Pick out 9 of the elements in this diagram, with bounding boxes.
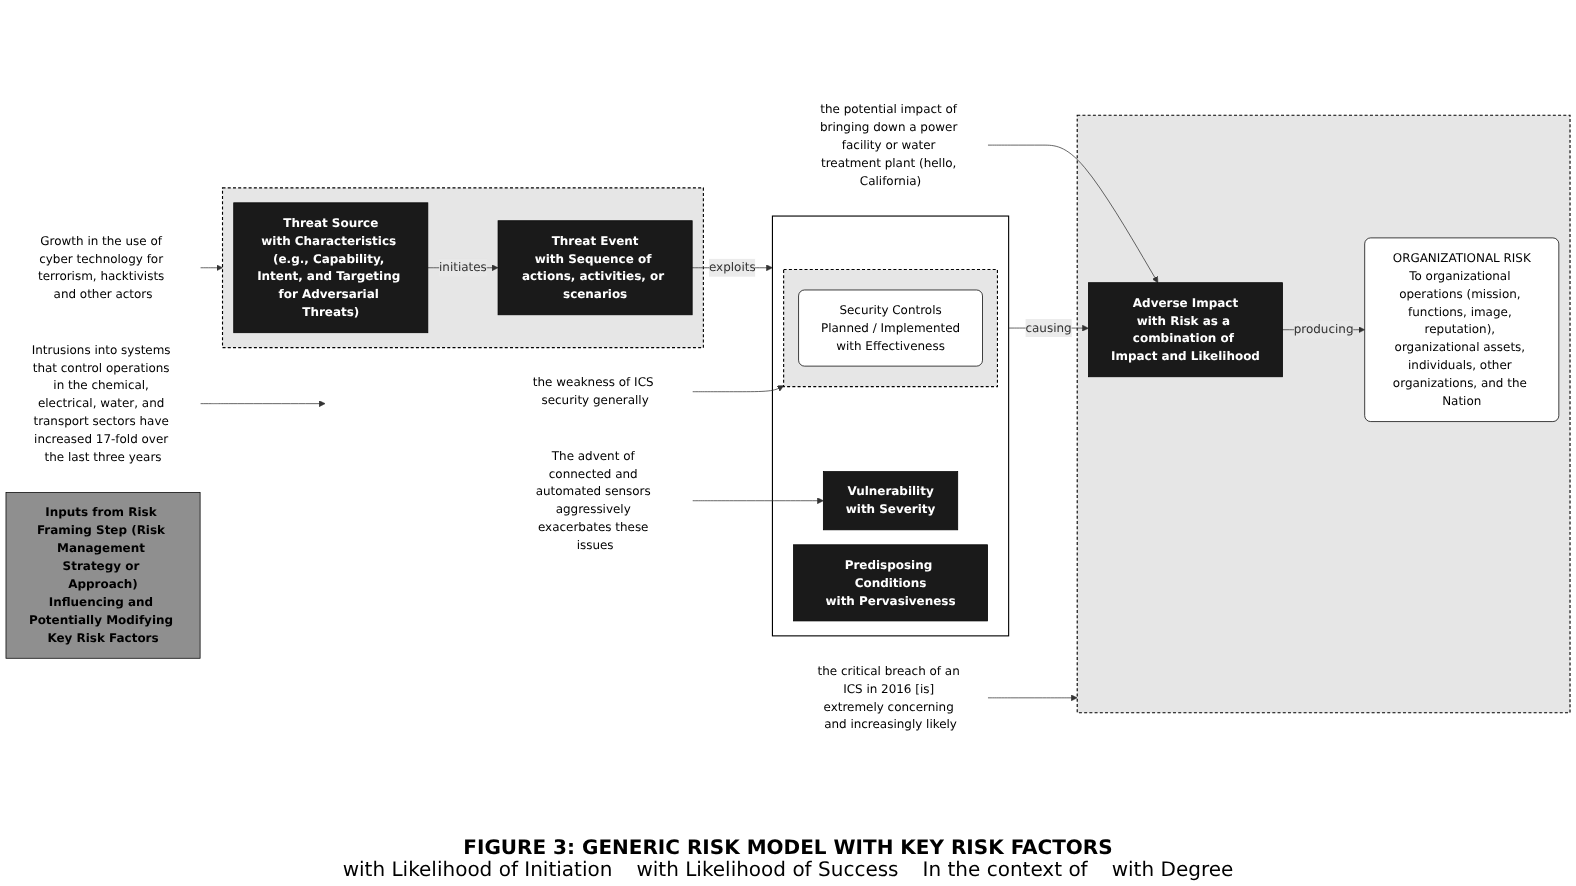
cluster: [771, 215, 1010, 637]
figure-caption: FIGURE 3: GENERIC RISK MODEL WITH KEY RISK FACTORS: [461, 838, 1115, 860]
factor-note: with Likelihood of Initiation: [342, 860, 613, 882]
factor-note: with Degree: [1111, 860, 1234, 882]
factor-note: with Likelihood of Success: [636, 860, 899, 882]
cluster: [1076, 114, 1571, 714]
factor-note: In the context of: [922, 860, 1088, 882]
cluster: [221, 187, 704, 349]
cluster: [783, 268, 998, 388]
